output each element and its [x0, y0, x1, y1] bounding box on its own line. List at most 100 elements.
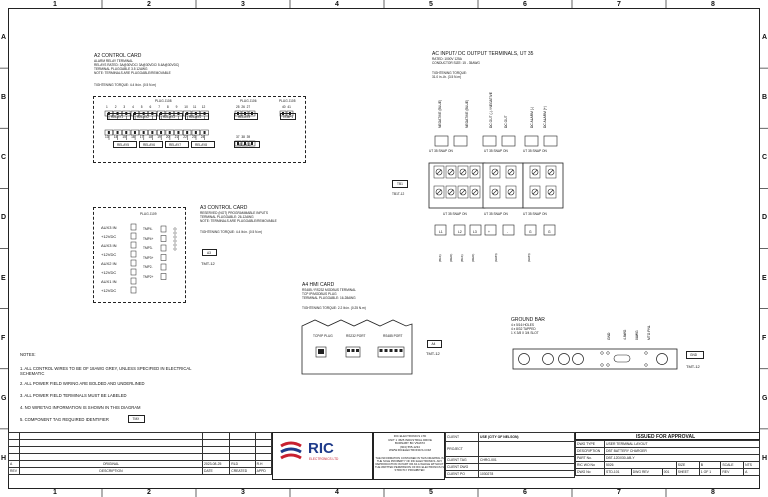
ut35-screw-slot: [548, 169, 554, 175]
zone-row-D: D: [1, 214, 7, 222]
j105-numbers: 40 41: [282, 105, 291, 109]
client-dwg-label: CLIENT DWG: [445, 463, 479, 471]
relay-box: RELAY7: [165, 141, 189, 148]
relay-box: RELAY3: [159, 113, 183, 120]
a3-left-label: AUX3 IN: [101, 243, 117, 248]
ac-bottom-terminal: [502, 224, 515, 236]
snap-label-4: UT 35 SNAP ON: [443, 212, 467, 216]
ac-line1: RATED: 1000V 125A: [432, 57, 462, 61]
ground-bar-hole: [542, 353, 554, 365]
ric-logo-icon: [280, 441, 302, 460]
a3-tag: A3: [207, 250, 211, 255]
ut35-screw-slot: [460, 189, 466, 195]
ut35-screw: [531, 188, 539, 196]
rs232-pin: [356, 349, 359, 352]
a2-line4: NOTE: TERMINALS ARE PLUGGABLE/REMOVABLE: [94, 71, 171, 75]
relay-box: RELAY2: [133, 113, 157, 120]
a3-left-label: +12VDC: [101, 288, 117, 293]
terminal-screw: [251, 142, 253, 145]
ac-bottom-label: G: [548, 230, 551, 234]
ground-bar-hole: [572, 353, 584, 365]
ground-bar-tap: [644, 363, 648, 367]
terminal-screw: [194, 131, 197, 134]
rs485-pin: [394, 349, 398, 352]
a2-torque: TIGHTENING TORQUE: 4.4 lb.in. (0.5 N.m): [94, 83, 157, 87]
ut35-screw: [491, 168, 499, 176]
plug-j106-label: PLUG J106: [240, 99, 257, 103]
terminal-screw: [125, 131, 128, 134]
j106-numbers-top: 25 26 27: [236, 105, 250, 109]
zone-col-bottom-6: 6: [523, 489, 527, 496]
ac-torque-label: TIGHTENING TORQUE:: [432, 71, 467, 75]
a3-tag-label: TMT-12: [201, 261, 215, 266]
company-line: WWW.RICELECTRONICS.COM: [389, 448, 431, 453]
zone-col-bottom-5: 5: [429, 489, 433, 496]
ut35-screw-slot: [548, 189, 554, 195]
a2-term-num: 2: [114, 105, 117, 109]
ut35-block: [482, 162, 524, 209]
a3-terminal-slot: [160, 225, 167, 233]
a3-terminal-slot: [130, 259, 137, 267]
zone-col-8: 8: [711, 1, 715, 8]
ground-bar-label: 8AWG: [635, 330, 639, 340]
ac-bottom-desc: (BLK): [438, 254, 442, 262]
ac-line2: CONDUCTOR SIZE: 15 - 35AWG: [432, 61, 480, 65]
zone-row-right-G: G: [762, 394, 768, 402]
relay-label: RELAY6: [143, 142, 155, 147]
zone-col-bottom-4: 4: [335, 489, 339, 496]
j106-num-37: 37: [236, 135, 240, 139]
a3-right-label: TMP3-: [143, 246, 153, 250]
zone-col-bottom-7: 7: [617, 489, 621, 496]
notes-heading: NOTES:: [20, 352, 36, 357]
ac-bottom-terminal: [469, 224, 482, 236]
ac-top-label: NEGATIVE (BLUE): [465, 100, 469, 128]
snap-label-5: UT 35 SNAP ON: [484, 212, 508, 216]
a3-terminal-slot: [160, 244, 167, 252]
relay-box: RELAY8: [191, 141, 215, 148]
a3-terminal-slot: [130, 268, 137, 276]
terminal-screw: [142, 131, 145, 134]
temp1-label: TEMP1: [282, 114, 294, 119]
dwg-type-label: DWG TYPE: [575, 440, 605, 448]
zone-row-G: G: [1, 394, 7, 402]
a3-terminal-slot: [130, 241, 137, 249]
a2-line3: TERMINAL PLUGGABLE 3.5 12AWG: [94, 67, 148, 71]
ac-bottom-label: L3: [473, 230, 477, 234]
a2-terminal-strips: [104, 110, 294, 147]
a3-left-label: AUX2 IN: [101, 261, 117, 266]
ground-bar-hole: [518, 353, 530, 365]
ut35-screw: [507, 188, 515, 196]
issued-box: ISSUED FOR APPROVAL: [575, 432, 760, 440]
a3-line3: NOTE: TERMINALS ARE PLUGGABLE/REMOVABLE: [200, 219, 277, 223]
client-label: CLIENT: [445, 432, 479, 442]
j106-num-39: 39: [246, 135, 251, 139]
j106-num-25: 25: [236, 105, 240, 109]
relay10-box: RELAY10: [234, 141, 260, 148]
ut35-screw: [531, 168, 539, 176]
ut35-screw-slot: [492, 169, 498, 175]
ac-bottom-desc: (GRN): [494, 253, 498, 262]
rs232-pin: [347, 349, 350, 352]
note-2: 2. ALL POWER FIELD WIRING ARE BOLDED AND…: [20, 381, 145, 386]
desc-value: DBT BATTERY CHARGER: [604, 447, 760, 455]
rs485-pin: [389, 349, 393, 352]
a4-hmi-card-drawing: [301, 319, 413, 375]
rev-value: A: [743, 468, 760, 476]
terminal-screw: [107, 131, 110, 134]
a2-term-num: 23: [192, 135, 196, 139]
ut35-screw: [507, 168, 515, 176]
a3-left-label: AUX3 IN: [101, 225, 117, 230]
ground-bar-tap: [606, 363, 610, 367]
a3-card-outline: [93, 207, 186, 303]
client-po-value: 1030278: [478, 470, 575, 478]
a2-term-num: 7: [158, 105, 160, 109]
client-tag-label: CLIENT TAG: [445, 456, 479, 464]
zone-row-H: H: [1, 454, 7, 462]
ut35-screw: [471, 168, 479, 176]
a4-line3: TERMINAL PLUGGABLE: 16-28AWG: [302, 296, 356, 300]
rs232-pin: [351, 349, 355, 352]
logo-box: RIC ELECTRONICS LTD: [272, 432, 373, 480]
a3-pin: [173, 247, 177, 251]
a3-left-label: +12VDC: [101, 234, 117, 239]
